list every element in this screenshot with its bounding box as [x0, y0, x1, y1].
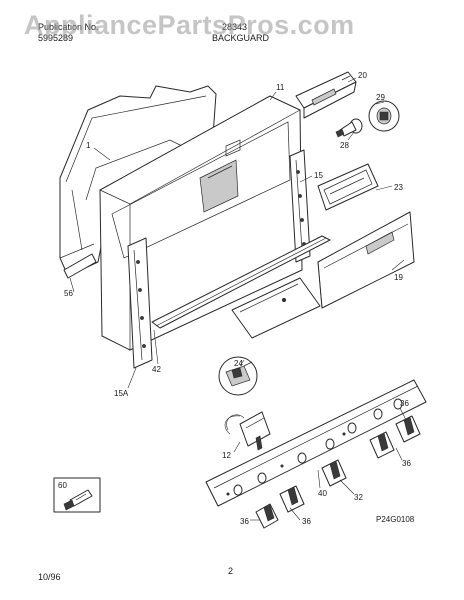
- part-control-panel: [317, 211, 415, 309]
- leader-lines: [69, 77, 407, 521]
- callout-36-b: 36: [402, 459, 411, 468]
- callout-32: 32: [354, 493, 363, 502]
- part-end-bracket-left: [63, 253, 97, 279]
- callout-40: 40: [318, 489, 327, 498]
- part-clock-timer: [295, 71, 357, 119]
- part-right-trim-strip: [289, 149, 311, 263]
- part-clock-stem: [335, 118, 363, 138]
- part-clock-knob: [368, 100, 400, 132]
- callout-36-d: 36: [302, 517, 311, 526]
- callout-60: 60: [58, 481, 67, 490]
- knob-5: [395, 415, 421, 443]
- knob-1: [255, 503, 279, 529]
- callout-11: 11: [276, 83, 285, 92]
- part-manifold-panel: [205, 379, 427, 507]
- part-lower-trim-rail: [151, 235, 331, 329]
- watermark: AppliancePartsPros.com: [24, 10, 355, 40]
- callout-24: 24: [234, 359, 243, 368]
- section-title: BACKGUARD: [212, 33, 270, 43]
- part-panel-overlay: [231, 277, 321, 339]
- knob-4: [369, 431, 395, 459]
- callout-labels: 1 11 20 29 28 15 23 19 56 42 24 15A 36 3…: [58, 71, 415, 526]
- callout-1: 1: [86, 141, 91, 150]
- part-rocker-switch: [218, 356, 258, 396]
- publication-number: 5995289: [38, 33, 74, 43]
- footer-page-number: 2: [228, 566, 234, 576]
- part-left-trim-strip: [127, 237, 153, 369]
- callout-12: 12: [222, 451, 231, 460]
- model-number: 28343: [222, 22, 248, 32]
- callout-42: 42: [152, 365, 161, 374]
- callout-29: 29: [376, 93, 385, 102]
- callout-56: 56: [64, 289, 73, 298]
- knob-3: [321, 459, 347, 487]
- part-control-knobs: [255, 415, 421, 529]
- publication-label: Publication No.: [38, 22, 99, 32]
- callout-23: 23: [394, 183, 403, 192]
- knob-2: [279, 485, 305, 513]
- part-screw-box: [53, 477, 101, 513]
- callout-20: 20: [358, 71, 367, 80]
- part-backguard-frame: [99, 95, 303, 351]
- callout-28: 28: [340, 141, 349, 150]
- callout-15: 15: [314, 171, 323, 180]
- callout-15A: 15A: [114, 389, 129, 398]
- callout-36-a: 36: [400, 399, 409, 408]
- part-infinite-switch: [224, 411, 271, 451]
- callout-19: 19: [394, 273, 403, 282]
- footer-date: 10/96: [38, 572, 61, 582]
- part-display-window: [317, 163, 379, 211]
- callout-36-c: 36: [240, 517, 249, 526]
- drawing-code: P24G0108: [376, 515, 415, 524]
